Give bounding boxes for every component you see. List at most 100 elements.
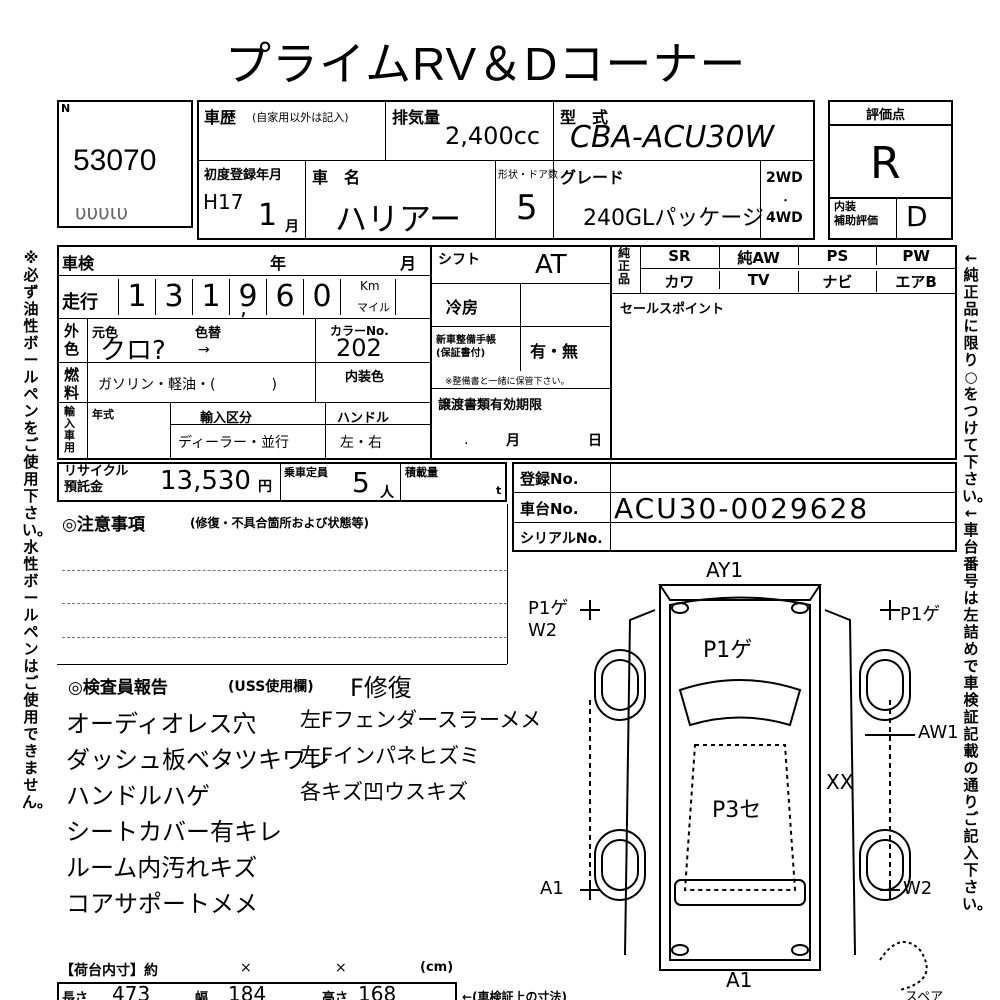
- spare-label: スペア: [905, 990, 944, 1000]
- cargo-x2: ×: [335, 960, 347, 976]
- dims-length-label: 長さ: [62, 991, 89, 1000]
- transfer-month: 月: [506, 433, 520, 449]
- report-line-left: ルーム内汚れキズ: [66, 854, 258, 882]
- color-interior-label: 内装色: [345, 370, 385, 385]
- dims-height: 168: [358, 982, 397, 1000]
- ac-label: 冷房: [446, 298, 479, 317]
- color-orig-value: クロ?: [100, 336, 166, 366]
- recycle-unit: 円: [258, 479, 272, 495]
- equipment-item: SR: [668, 247, 691, 265]
- history-note: (自家用以外は記入): [252, 111, 349, 124]
- page-title: プライムRV＆Dコーナー: [225, 38, 747, 90]
- displacement-value: 2,400cc: [445, 122, 541, 150]
- import-type-label: 輸入区分: [200, 411, 253, 426]
- model-value: CBA-ACU30W: [570, 120, 775, 155]
- score-box: 評価点 R 内装 補助評価 D: [828, 100, 953, 240]
- mileage-mile: マイル: [357, 301, 390, 314]
- diagram-top: AY1: [706, 558, 744, 582]
- car-name-value: ハリアー: [335, 200, 462, 238]
- dims-length: 473: [112, 982, 151, 1000]
- drive-2wd: 2WD: [766, 170, 803, 186]
- fuel-label: 燃料: [64, 366, 80, 402]
- displacement-label: 排気量: [392, 108, 441, 127]
- capacity-value: 5: [352, 466, 370, 499]
- recycle-row: [57, 462, 507, 502]
- history-label: 車歴: [204, 108, 237, 127]
- header-block: [197, 100, 815, 240]
- equipment-label: 純正品: [618, 246, 631, 286]
- cargo-x1: ×: [240, 960, 252, 976]
- first-reg-year: H17: [203, 190, 244, 214]
- dims-row: [57, 982, 457, 1000]
- report-line-left: ダッシュ板ベタツキワレ: [66, 746, 330, 774]
- recycle-value: 13,530: [160, 466, 251, 496]
- inspection-month: 月: [400, 254, 417, 273]
- report-line-right: 左Fインパネヒズミ: [300, 744, 481, 768]
- registration-block: [512, 462, 957, 552]
- report-line-left: オーディオレス穴: [66, 710, 257, 738]
- notes-sub: (修復・不具合箇所および状態等): [190, 516, 369, 530]
- sales-point-label: セールスポイント: [620, 302, 725, 317]
- chassis-value: ACU30-0029628: [614, 492, 870, 525]
- diagram-body-right: XX: [826, 770, 854, 794]
- grade-label: グレード: [560, 168, 625, 187]
- diagram-right-lower: W2: [903, 878, 933, 899]
- equipment-item: PS: [797, 247, 877, 265]
- diagram-bottom: A1: [726, 968, 753, 992]
- color-change-label: 色替: [195, 326, 222, 341]
- drive-4wd: 4WD: [766, 210, 803, 226]
- import-handle-value: 左・右: [340, 435, 382, 451]
- first-reg-month: 1: [258, 198, 278, 233]
- main-grid: [57, 245, 957, 460]
- report-line-left: コアサポートメメ: [66, 890, 258, 918]
- interior-label: 内装 補助評価: [834, 200, 878, 227]
- model-label: 型 式: [560, 108, 609, 127]
- load-unit: t: [496, 484, 502, 497]
- shift-label: シフト: [438, 252, 480, 268]
- mileage-label: 走行: [62, 292, 98, 313]
- transfer-day: 日: [588, 433, 602, 449]
- load-label: 積載量: [405, 466, 438, 479]
- transfer-dot: .: [464, 432, 469, 448]
- recycle-label: リサイクル 預託金: [64, 464, 129, 495]
- diagram-roof: P1ゲ: [703, 638, 753, 663]
- report-line-right: 左Fフェンダースラーメメ: [300, 708, 542, 732]
- color-orig-label: 元色: [92, 326, 119, 341]
- diagram-body: P3セ: [712, 798, 762, 823]
- side-note-right: ←純正品に限り○をつけて下さい。←車台番号は左詰めで車検証記載の通りご記入下さい…: [962, 249, 993, 913]
- equipment-item: TV: [718, 271, 798, 289]
- mileage-digit: 6: [266, 279, 303, 315]
- mileage-digit: 3: [155, 279, 192, 315]
- equipment-item: エアB: [876, 271, 955, 292]
- lot-label: N: [61, 102, 71, 115]
- capacity-unit: 人: [380, 485, 394, 501]
- inspection-label: 車検: [62, 254, 95, 273]
- lot-faded: υυυιυ: [75, 200, 129, 224]
- report-line-left: ハンドルハゲ: [66, 782, 210, 810]
- mileage-digit: 1: [192, 279, 229, 315]
- capacity-label: 乗車定員: [284, 466, 328, 479]
- first-reg-unit: 月: [285, 219, 299, 235]
- manual-label: 新車整備手帳 (保証書付): [436, 335, 496, 359]
- cargo-label: 【荷台内寸】約: [60, 963, 158, 979]
- dims-width-label: 幅: [195, 991, 209, 1000]
- diagram-left-upper: P1ゲ W2: [528, 598, 569, 641]
- doors-label: 形状・ドア数: [498, 170, 558, 181]
- car-name-label: 車 名: [312, 168, 361, 187]
- import-handle-label: ハンドル: [337, 411, 390, 426]
- mileage-digit: 0: [303, 279, 340, 315]
- notes-label: ◎注意事項: [62, 515, 145, 535]
- report-line-right: 各キズ凹ウスキズ: [300, 780, 468, 804]
- dims-note: ←(車検証上の寸法): [462, 990, 568, 1000]
- dims-height-label: 高さ: [322, 991, 349, 1000]
- equipment-item: カワ: [664, 273, 695, 291]
- shift-value: AT: [535, 250, 567, 280]
- color-code-value: 202: [336, 334, 382, 362]
- score-label: 評価点: [866, 108, 906, 123]
- import-label: 輸入車用: [64, 405, 75, 454]
- diagram-right-mid: AW1: [918, 722, 959, 743]
- diagram-right-upper: P1ゲ: [900, 604, 941, 625]
- equipment-item: ナビ: [797, 271, 877, 292]
- manual-value: 有・無: [530, 342, 579, 361]
- registration-label: 登録No.: [520, 470, 579, 488]
